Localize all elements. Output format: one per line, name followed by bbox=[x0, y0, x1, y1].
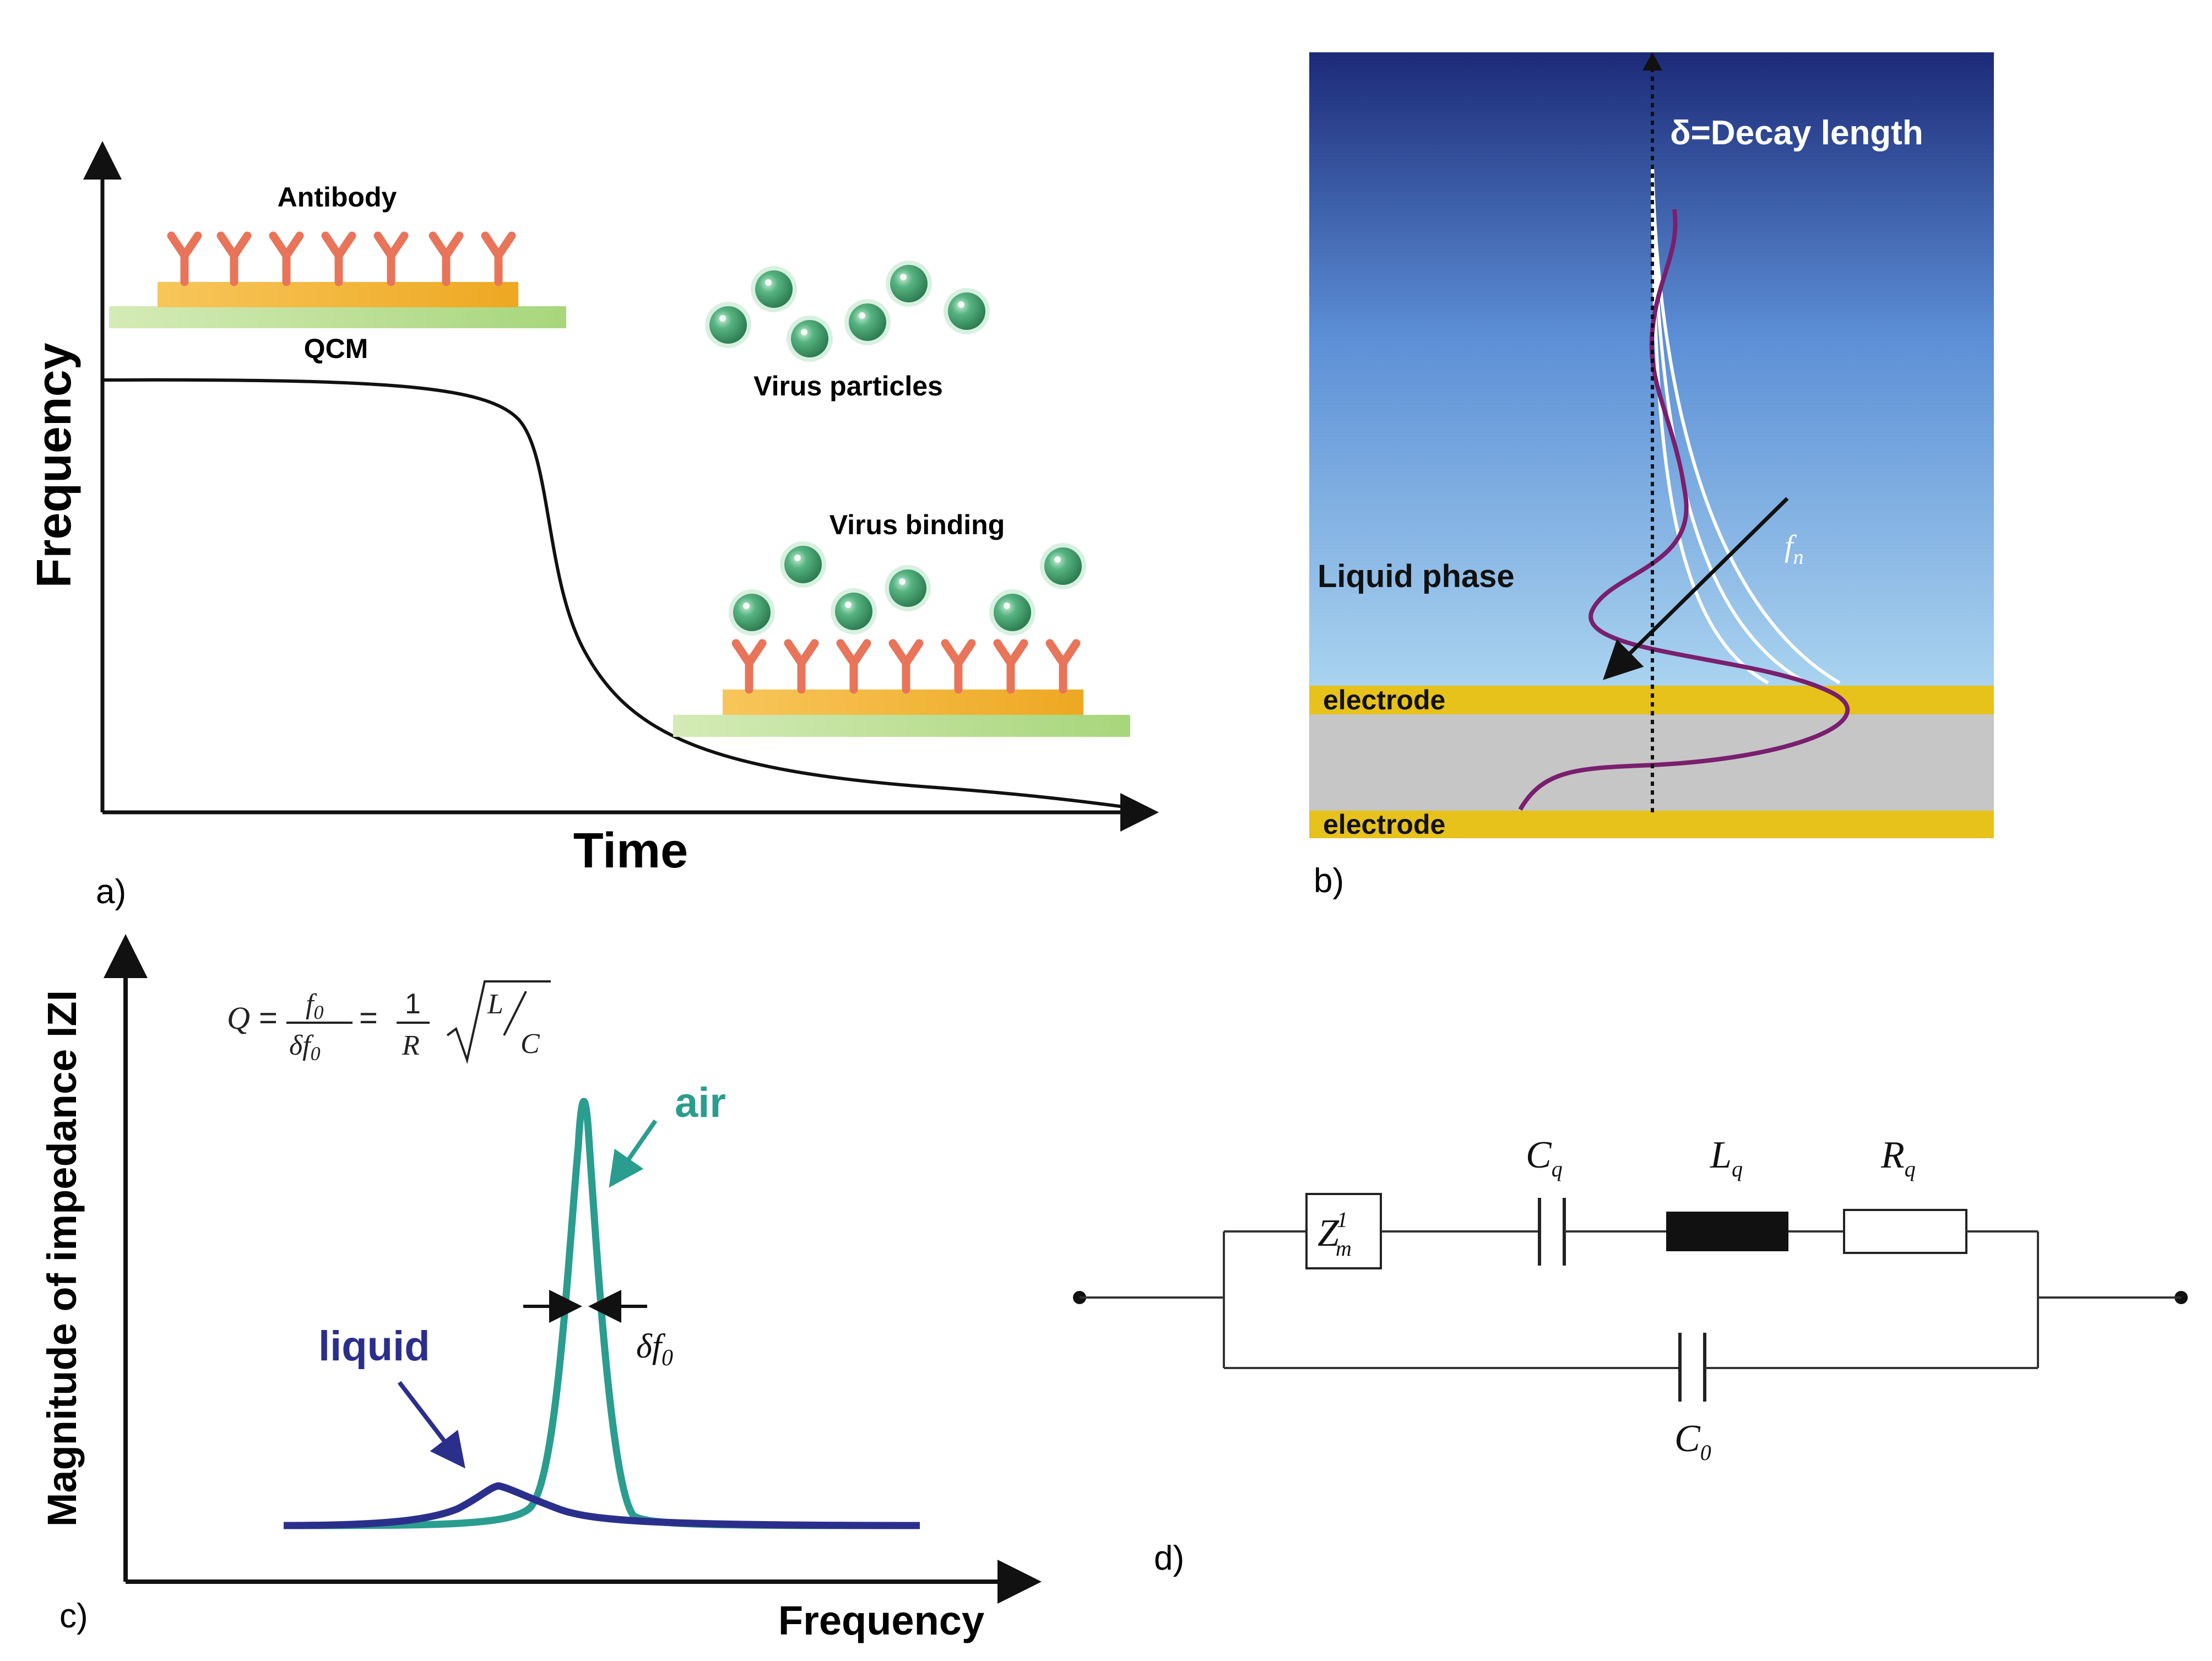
antibody-qcm-illustration: Antibody QCM bbox=[109, 182, 566, 364]
rq-resistor bbox=[1843, 1209, 1967, 1254]
delta-f0-label: δf0 bbox=[636, 1328, 673, 1371]
panel-b: δ=Decay length Liquid phase electrode el… bbox=[1309, 52, 1994, 900]
shear-wave-curve bbox=[1518, 209, 1850, 811]
svg-text:1: 1 bbox=[405, 988, 421, 1020]
virus-particles-group: Virus particles bbox=[705, 260, 990, 401]
panel-c-y-axis-label: Magnitude of impedance IZI bbox=[39, 990, 85, 1527]
rq-label: Rq bbox=[1880, 1134, 1916, 1181]
virus-icon bbox=[1040, 543, 1086, 589]
air-resonance-curve bbox=[283, 1098, 920, 1529]
svg-text:=: = bbox=[259, 1000, 278, 1036]
virus-icon bbox=[780, 541, 826, 588]
gold-layer bbox=[158, 282, 518, 307]
fn-arrow bbox=[1603, 497, 1789, 680]
electrode-top-layer bbox=[1309, 686, 1994, 714]
svg-text:R: R bbox=[402, 1030, 420, 1061]
virus-binding-label: Virus binding bbox=[829, 509, 1005, 540]
bound-antibody-icons bbox=[736, 643, 1076, 690]
panel-b-label: b) bbox=[1314, 862, 1344, 900]
panel-c-x-axis-label: Frequency bbox=[778, 1598, 984, 1643]
liquid-phase-label: Liquid phase bbox=[1318, 558, 1515, 594]
svg-text:δf0: δf0 bbox=[289, 1030, 321, 1065]
antibody-icons bbox=[171, 236, 512, 282]
panel-d-label: d) bbox=[1154, 1539, 1184, 1577]
decay-axis-arrowhead bbox=[1642, 52, 1662, 70]
frequency-time-curve bbox=[102, 378, 1146, 811]
liquid-pointer-arrow bbox=[397, 1381, 465, 1469]
decay-curve bbox=[1651, 165, 1841, 685]
decay-curve bbox=[1651, 192, 1769, 685]
air-label: air bbox=[675, 1079, 726, 1126]
svg-text:Q: Q bbox=[227, 1000, 250, 1036]
liquid-curve-label: liquid bbox=[318, 1323, 430, 1370]
svg-text:C: C bbox=[521, 1028, 540, 1060]
electrode-top-label: electrode bbox=[1323, 685, 1445, 715]
panel-a-label: a) bbox=[96, 873, 126, 911]
virus-icon bbox=[944, 288, 990, 334]
virus-icon bbox=[751, 266, 797, 312]
virus-binding-illustration: Virus binding bbox=[673, 509, 1130, 737]
air-pointer-arrow bbox=[609, 1119, 658, 1188]
svg-text:f0: f0 bbox=[306, 989, 323, 1023]
svg-text:=: = bbox=[359, 1000, 378, 1036]
virus-icon bbox=[787, 316, 833, 362]
cq-label: Cq bbox=[1526, 1134, 1563, 1181]
virus-icon bbox=[885, 565, 931, 611]
virus-icon bbox=[729, 589, 775, 636]
panel-a: Frequency Time a) Antibody QCM bbox=[26, 141, 1159, 911]
panel-a-y-axis-label: Frequency bbox=[26, 343, 81, 588]
quality-factor-equation: Q = f0 δf0 = 1 R L C bbox=[227, 980, 551, 1065]
qcm-layer bbox=[109, 306, 566, 328]
c0-label: C0 bbox=[1674, 1418, 1711, 1465]
lq-inductor bbox=[1666, 1212, 1788, 1251]
electrode-bottom-layer bbox=[1309, 811, 1994, 838]
lq-label: Lq bbox=[1710, 1134, 1743, 1181]
liquid-resonance-curve bbox=[283, 1482, 920, 1529]
virus-icon bbox=[844, 299, 891, 345]
virus-particles-label: Virus particles bbox=[753, 371, 943, 401]
virus-icon bbox=[886, 260, 932, 307]
svg-text:L: L bbox=[487, 989, 503, 1020]
virus-icon bbox=[831, 588, 877, 634]
virus-icon bbox=[705, 302, 751, 348]
virus-icon bbox=[989, 589, 1035, 636]
qcm-layer-binding bbox=[673, 715, 1130, 737]
decay-length-label: δ=Decay length bbox=[1670, 114, 1923, 152]
qcm-label: QCM bbox=[304, 333, 368, 364]
panel-c-label: c) bbox=[59, 1597, 88, 1635]
antibody-label: Antibody bbox=[278, 182, 397, 213]
electrode-bottom-label: electrode bbox=[1323, 809, 1445, 840]
gold-layer-binding bbox=[723, 690, 1083, 715]
panel-c: air liquid δf0 Q = f0 δf0 = 1 R L C Magn… bbox=[39, 934, 1042, 1643]
panel-a-x-axis-label: Time bbox=[573, 823, 688, 878]
